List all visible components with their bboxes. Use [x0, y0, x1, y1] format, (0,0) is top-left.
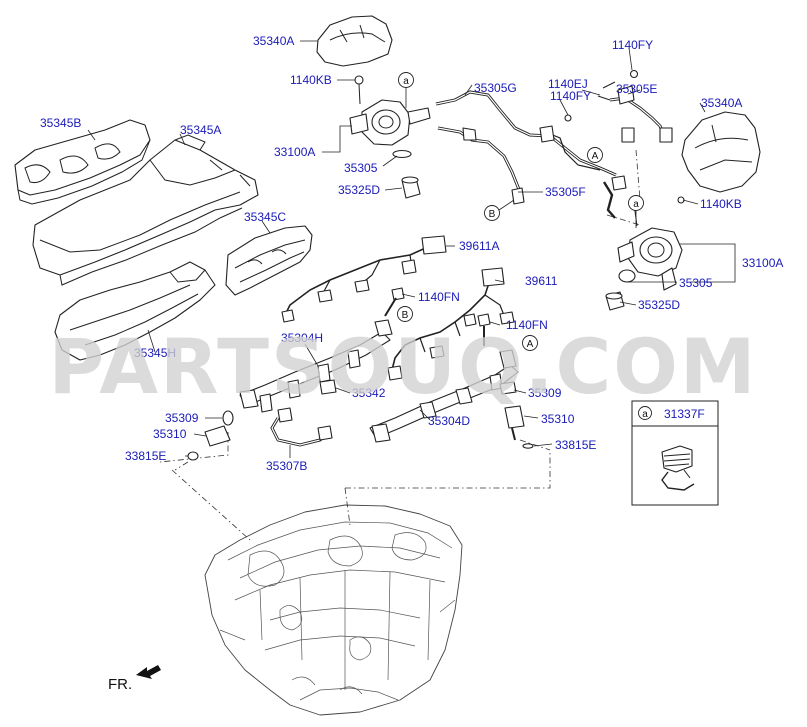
label-1140FY-mid: 1140FY — [550, 89, 591, 103]
label-35340A-top: 35340A — [253, 34, 294, 48]
label-35310-left: 35310 — [153, 427, 187, 441]
cover-35340A-right — [681, 111, 761, 193]
label-35305-left: 35305 — [344, 161, 378, 175]
label-35305G: 35305G — [474, 81, 517, 95]
label-35342: 35342 — [352, 386, 386, 400]
label-35309-right: 35309 — [528, 386, 562, 400]
label-39611: 39611 — [525, 274, 558, 288]
callout-A-line: A — [587, 147, 603, 163]
callout-a-pump-left: a — [398, 72, 414, 108]
svg-text:a: a — [403, 76, 409, 87]
legend-part-number: 31337F — [664, 407, 705, 421]
callout-a-pump-right: a — [628, 195, 644, 228]
label-35345B: 35345B — [40, 116, 81, 130]
legend-key: a — [642, 409, 648, 420]
label-35304D: 35304D — [428, 414, 470, 428]
label-35310-right: 35310 — [541, 412, 575, 426]
label-35345C: 35345C — [244, 210, 286, 224]
fuel-line-35307B — [270, 417, 333, 447]
label-35325D-left: 35325D — [338, 183, 380, 197]
legend-clip-drawing — [661, 445, 695, 491]
assembly-lines — [159, 149, 641, 541]
label-33100A-right: 33100A — [742, 256, 783, 270]
part-labels: 35340A 1140FY 1140KB 35305G 1140EJ 1140F… — [40, 34, 783, 473]
harness-39611 — [387, 267, 515, 381]
svg-text:B: B — [402, 310, 409, 321]
cover-35340A-top — [316, 15, 393, 67]
svg-text:A: A — [527, 339, 534, 350]
label-1140KB-left: 1140KB — [290, 73, 332, 87]
label-35305-right: 35305 — [679, 276, 713, 290]
engine-block — [204, 504, 463, 716]
label-35305E: 35305E — [616, 82, 657, 96]
label-1140FN-b: 1140FN — [506, 318, 548, 332]
legend-box: a 31337F — [631, 400, 719, 506]
label-1140KB-right: 1140KB — [700, 197, 742, 211]
cover-35345H — [54, 261, 216, 361]
svg-text:a: a — [633, 199, 639, 210]
cover-35345C — [225, 225, 313, 296]
label-35345A: 35345A — [180, 123, 221, 137]
pump-right-33100A — [605, 195, 685, 311]
front-orientation: FR. — [108, 665, 161, 693]
fuel-rail-35304H — [239, 319, 393, 423]
injector-right — [499, 381, 534, 449]
callout-B-rail: B — [397, 306, 413, 322]
pump-left-33100A — [349, 75, 431, 199]
label-35305F: 35305F — [545, 185, 586, 199]
label-35307B: 35307B — [266, 459, 307, 473]
label-33815E-right: 33815E — [555, 438, 596, 452]
label-1140FY-top: 1140FY — [612, 38, 653, 52]
label-35340A-right: 35340A — [701, 96, 742, 110]
bolts-1140FN — [384, 287, 491, 346]
label-35304H: 35304H — [281, 331, 323, 345]
label-39611A: 39611A — [459, 239, 499, 253]
label-35345H: 35345H — [134, 346, 176, 360]
label-1140FN-a: 1140FN — [418, 290, 460, 304]
label-35309-left: 35309 — [165, 411, 199, 425]
fuel-rail-35304D — [369, 349, 519, 443]
cover-35345A — [32, 134, 259, 286]
callout-B-line: B — [484, 199, 515, 221]
label-33815E-left: 33815E — [125, 449, 166, 463]
label-1140EJ: 1140EJ — [548, 77, 588, 91]
orientation-label: FR. — [108, 676, 132, 693]
cover-35345B — [14, 119, 151, 205]
svg-text:B: B — [489, 209, 496, 220]
label-35325D-right: 35325D — [638, 298, 680, 312]
callout-A-rail: A — [522, 335, 538, 351]
front-arrow-icon — [136, 665, 161, 679]
leader-lines — [87, 40, 736, 458]
harness-39611A — [281, 235, 447, 323]
label-33100A-left: 33100A — [274, 145, 315, 159]
watermark: PARTSOUQ.COM — [48, 322, 757, 411]
svg-text:A: A — [592, 151, 599, 162]
